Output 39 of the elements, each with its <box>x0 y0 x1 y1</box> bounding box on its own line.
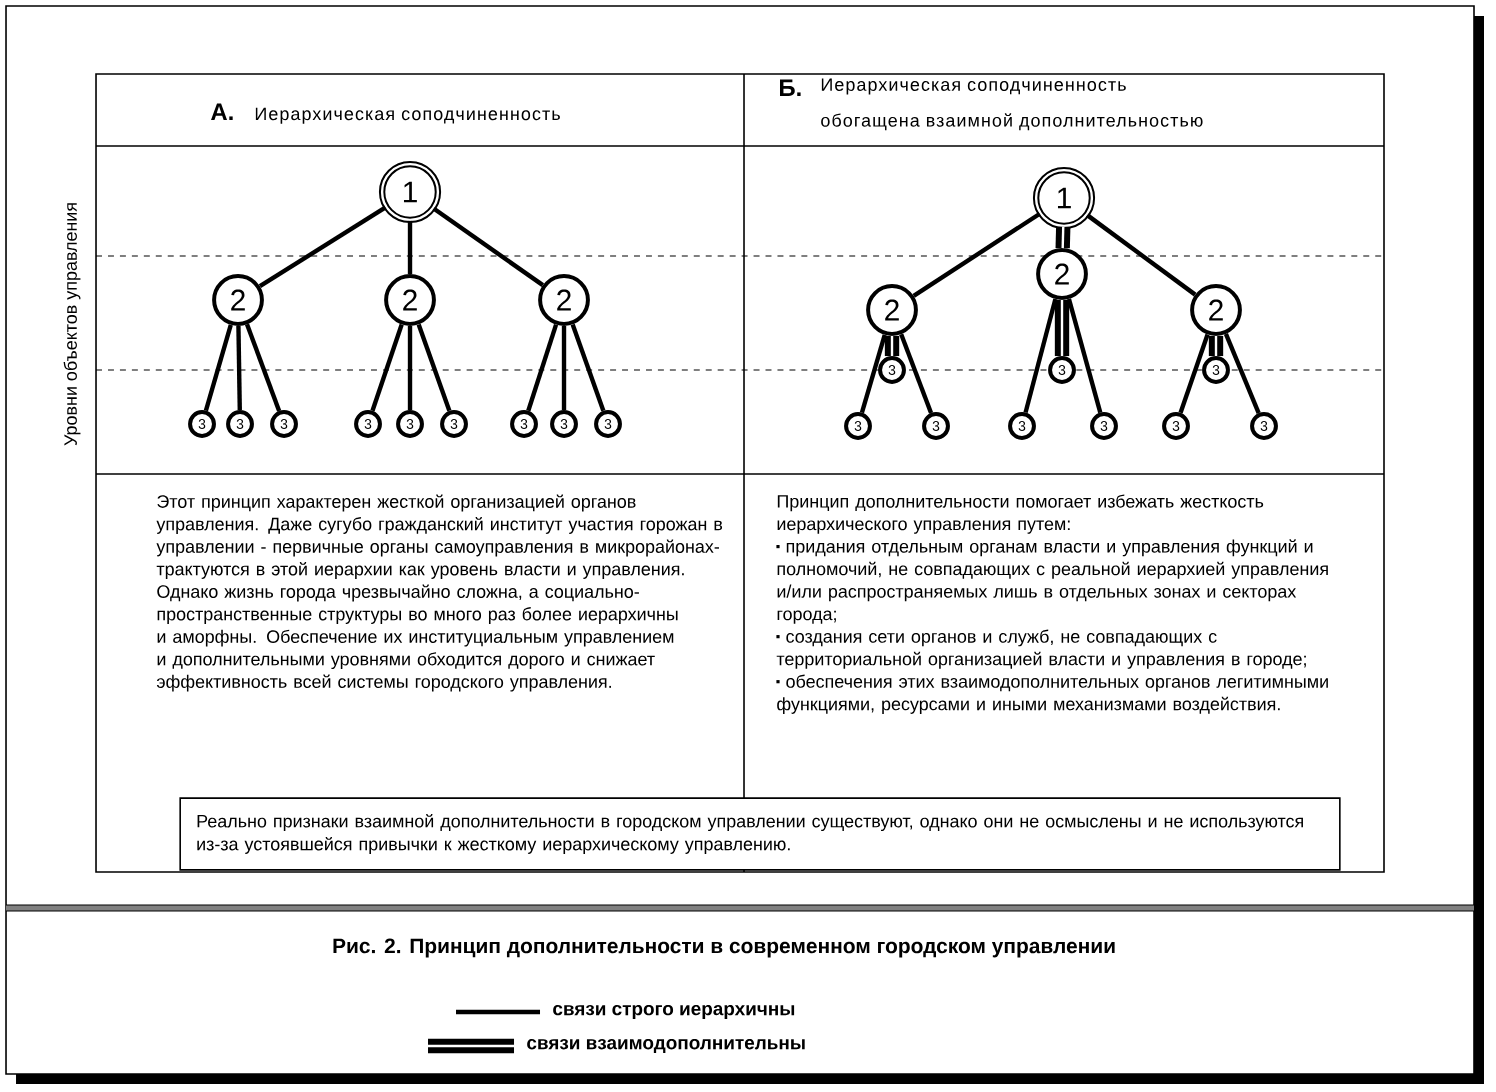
legend-text: связи взаимодополнительны <box>527 1039 805 1053</box>
connector-line <box>1178 333 1210 414</box>
bullet-item: обеспечения этих взаимодополнительных органов легитимными функциями, ресурсами и иными механизмами воздействия. <box>776 674 1328 714</box>
connector-line <box>859 334 887 414</box>
bullet-item: создания сети органов и служб, не совпадающих с территориальной организацией власти и управления в городе; <box>776 629 1306 669</box>
connector-line <box>370 323 404 412</box>
paragraph: Принцип дополнительности помогает избежать жесткость иерархического управления путем: <box>777 494 1264 534</box>
connector-line <box>884 335 900 357</box>
connector-line <box>432 206 545 287</box>
axis-label: Уровни объектов управления <box>63 203 81 446</box>
connector-line <box>416 323 452 412</box>
connector-line <box>258 205 387 289</box>
connector-line <box>236 325 242 411</box>
connector-line <box>1054 299 1070 357</box>
legend-text: связи строго иерархичны <box>553 1004 795 1020</box>
paragraph: Однако жизнь города чрезвычайно сложна, а социально-пространственные структуры во много раз более иерархичны и аморфны. Обеспечение их институциальным управлением и дополнительными уровнями обходится дорого и снижает эффективность всей системы городского управления. <box>156 584 678 692</box>
connector-line <box>203 324 233 412</box>
connector-line <box>561 325 567 411</box>
connector-line <box>1055 226 1071 249</box>
bullet-item: придания отдельным органам власти и управления функций и полномочий, не совпадающих с реальной иерархией управления и/или распространяемых лишь в отдельных зонах и секторах города; <box>776 539 1328 624</box>
panel-heading: Иерархическая соподчиненность <box>255 107 560 124</box>
connector-line <box>1085 213 1197 297</box>
connector-line <box>407 325 413 411</box>
caption: Рис. 2. Принцип дополнительности в современном городском управлении <box>333 938 1115 958</box>
paragraph: Этот принцип характерен жесткой организацией органов управления. Даже сугубо гражданский институт участия горожан в управлении - первичные органы самоуправления в микрорайонах-трактуются в этой иерархии как уровень власти и управления. <box>156 494 723 579</box>
connector-line <box>899 333 934 414</box>
connector-line <box>1223 333 1261 414</box>
panel-letter: Б. <box>780 79 801 96</box>
connector-line <box>1208 335 1224 357</box>
connector-line <box>570 323 606 412</box>
connector-line <box>407 220 413 275</box>
connector-line <box>912 211 1041 298</box>
panel-heading: Иерархическая соподчиненность обогащена взаимной дополнительностью <box>821 78 1203 131</box>
connector-line <box>1023 298 1058 414</box>
note-box: Реально признаки взаимной дополнительности в городском управлении существуют, однако они не осмыслены и не используются из-за устоявшейся привычки к жесткому иерархическому управлению. <box>179 797 1341 871</box>
connector-line <box>526 323 559 412</box>
connector-line <box>1066 298 1103 414</box>
panel-letter: А. <box>211 103 233 120</box>
connector-line <box>244 323 282 412</box>
